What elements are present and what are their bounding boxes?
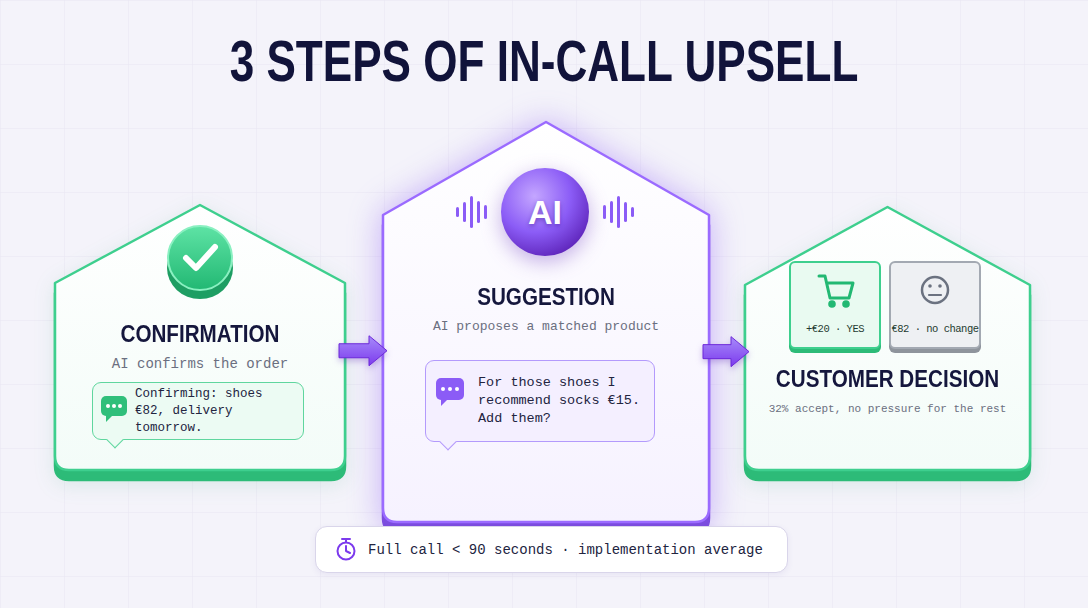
chat-dot xyxy=(118,404,122,408)
sound-waves xyxy=(456,196,634,228)
wave-bar xyxy=(456,207,459,217)
chat-dot xyxy=(106,404,110,408)
card-text: CONFIRMATION AI confirms the order xyxy=(63,319,337,373)
wave-bar xyxy=(624,202,627,222)
card-heading: SUGGESTION xyxy=(413,282,680,312)
wave-bar xyxy=(477,201,480,223)
card-subtitle: AI confirms the order xyxy=(63,355,337,373)
bubble-text: For those shoes I recommend socks €15. A… xyxy=(478,374,650,428)
stopwatch-icon xyxy=(338,539,355,560)
card-face xyxy=(745,207,1030,470)
chat-icon-body xyxy=(101,396,127,416)
cart-wheel xyxy=(830,302,835,307)
face-eye xyxy=(928,284,932,288)
choice-card: +€20 · YES xyxy=(789,261,881,349)
cart-icon xyxy=(819,276,853,306)
check-badge xyxy=(167,226,233,299)
step-card: CUSTOMER DECISION 32% accept, no pressure… xyxy=(745,207,1030,470)
card-subtitle: AI proposes a matched product xyxy=(391,318,701,336)
badge-base xyxy=(167,237,233,299)
choice-card: €82 · no change xyxy=(889,261,981,349)
face-mouth xyxy=(929,294,941,296)
check-mark xyxy=(186,247,215,268)
speech-bubble: For those shoes I recommend socks €15. A… xyxy=(425,360,655,442)
card-text: SUGGESTION AI proposes a matched product xyxy=(391,282,701,336)
card-text: CUSTOMER DECISION 32% accept, no pressure… xyxy=(753,364,1022,418)
chat-dot xyxy=(448,387,452,391)
stopwatch-hands xyxy=(342,539,350,553)
wave-bar xyxy=(617,196,620,228)
choice-label: €82 · no change xyxy=(891,323,978,335)
face-outline xyxy=(922,277,948,303)
cart-wheel xyxy=(844,302,849,307)
bubble-text: Confirming: shoes €82, delivery tomorrow… xyxy=(135,386,299,437)
face-eye xyxy=(938,284,942,288)
card-subtitle: 32% accept, no pressure for the rest xyxy=(753,400,1022,418)
ai-orb-node: AI xyxy=(500,167,590,257)
diagram-title: 3 STEPS OF IN-CALL UPSELL xyxy=(131,26,958,96)
info-pill: Full call < 90 seconds · implementation … xyxy=(315,526,788,573)
card-outline xyxy=(745,207,1030,470)
chat-icon xyxy=(101,396,127,422)
card-face xyxy=(55,205,345,470)
choice-label: +€20 · YES xyxy=(806,323,864,335)
chat-dot xyxy=(455,387,459,391)
wave-bar xyxy=(603,205,606,219)
step-card: CONFIRMATION AI confirms the orderConfirm… xyxy=(55,205,345,470)
chat-icon-tail xyxy=(106,415,113,422)
wave-bar xyxy=(631,207,634,217)
step-card: SUGGESTION AI proposes a matched product A… xyxy=(383,122,709,522)
wave-bar xyxy=(484,205,487,219)
chat-icon-tail xyxy=(441,399,448,406)
orb-label: AI xyxy=(528,193,562,232)
orb-disc xyxy=(501,168,589,256)
wave-bar xyxy=(463,202,466,222)
card-heading: CONFIRMATION xyxy=(82,319,318,349)
chat-dot xyxy=(112,404,116,408)
neutral-face-icon xyxy=(922,277,948,303)
stopwatch-face xyxy=(338,543,355,560)
speech-bubble: Confirming: shoes €82, delivery tomorrow… xyxy=(92,382,304,440)
chat-icon xyxy=(436,378,464,406)
chat-icon-body xyxy=(436,378,464,400)
card-face xyxy=(383,122,709,522)
chat-dot xyxy=(441,387,445,391)
flow-arrow xyxy=(703,337,749,367)
cart-body xyxy=(819,276,853,298)
card-heading: CUSTOMER DECISION xyxy=(772,364,1003,394)
flow-arrow xyxy=(339,336,387,366)
badge-disc xyxy=(168,226,232,290)
wave-bar xyxy=(610,201,613,223)
pill-text: Full call < 90 seconds · implementation … xyxy=(368,542,763,558)
wave-bar xyxy=(470,196,473,228)
